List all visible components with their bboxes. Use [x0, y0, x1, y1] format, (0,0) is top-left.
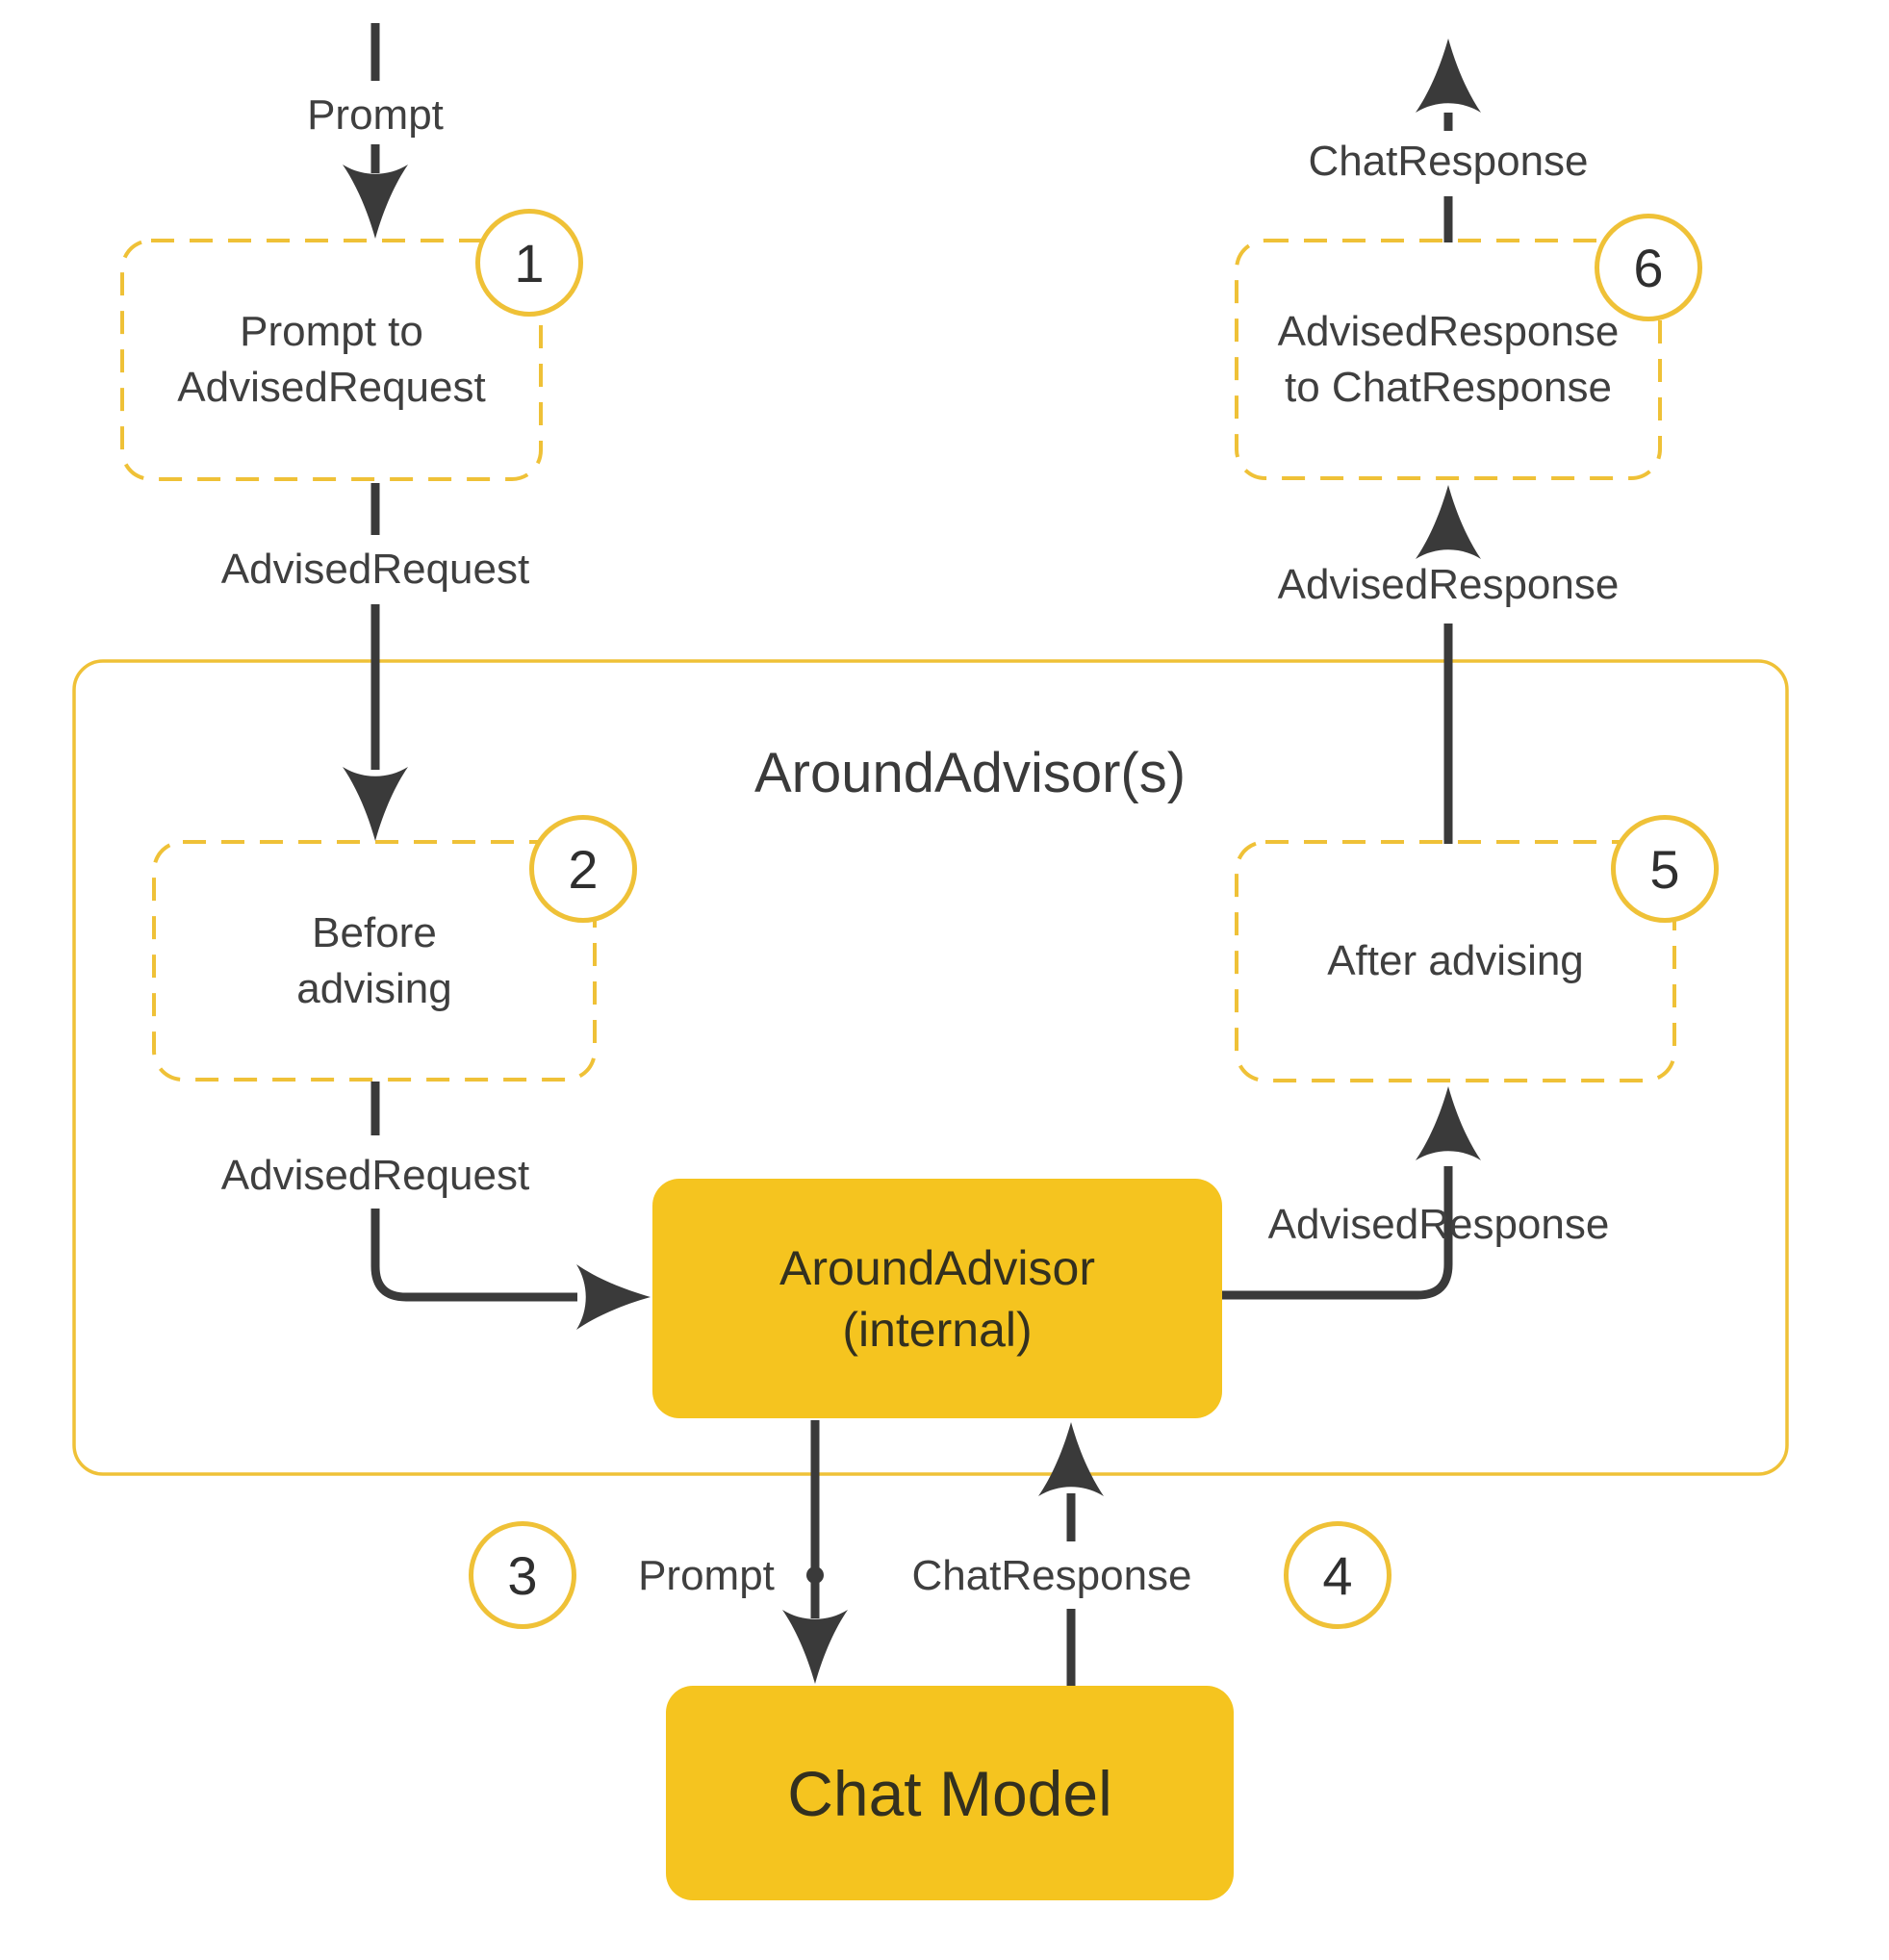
- step6-label-line2: to ChatResponse: [1285, 363, 1612, 411]
- container-title: AroundAdvisor(s): [753, 742, 1187, 804]
- arrowhead-into-internal-bottom: [1038, 1422, 1104, 1496]
- step5-number-badge: 5: [1611, 815, 1719, 923]
- label-chat-response-top: ChatResponse: [1308, 138, 1589, 185]
- step1-box-border: [120, 239, 543, 481]
- wire-elbow-internal-to-step5: [1222, 1166, 1453, 1300]
- internal-label-line1: AroundAdvisor: [779, 1240, 1095, 1295]
- label-advised-response-mid: AdvisedResponse: [1267, 1201, 1610, 1248]
- chat-model-label: Chat Model: [787, 1757, 1112, 1829]
- step5-box-border: [1235, 840, 1676, 1082]
- step6-number-badge: 6: [1595, 214, 1702, 321]
- arrowhead-into-step2: [343, 767, 408, 841]
- step1-box: Prompt to AdvisedRequest: [122, 241, 541, 479]
- step6-label-line1: AdvisedResponse: [1277, 307, 1620, 355]
- label-chat-response-bottom: ChatResponse: [911, 1552, 1192, 1599]
- step2-label-line2: advising: [296, 964, 452, 1012]
- step6-box-border: [1235, 239, 1662, 480]
- step2-box-border: [152, 840, 597, 1082]
- step2-box: Before advising: [154, 842, 595, 1080]
- arrowhead-into-step1: [343, 165, 408, 239]
- label-advised-response-right: AdvisedResponse: [1277, 561, 1620, 608]
- step4-number-badge: 4: [1284, 1521, 1391, 1629]
- arrowhead-into-chatmodel: [782, 1610, 848, 1684]
- step6-box: AdvisedResponse to ChatResponse: [1237, 241, 1660, 478]
- arrowhead-into-internal: [576, 1264, 651, 1330]
- step5-label: After advising: [1327, 937, 1584, 984]
- around-advisors-container-border: [72, 659, 1789, 1476]
- step1-number-badge: 1: [475, 209, 583, 317]
- step2-label-line1: Before: [312, 908, 437, 956]
- step1-label-line2: AdvisedRequest: [177, 364, 486, 411]
- arrowhead-into-step5: [1416, 1086, 1481, 1160]
- chat-model-box: Chat Model: [666, 1686, 1234, 1900]
- around-advisor-internal-box: AroundAdvisor (internal): [652, 1179, 1222, 1418]
- label-advised-request-2: AdvisedRequest: [220, 1152, 530, 1199]
- arrowhead-into-step6: [1416, 485, 1481, 559]
- label-prompt-bottom: Prompt: [638, 1552, 775, 1599]
- step5-box: After advising: [1237, 842, 1674, 1081]
- label-prompt-top: Prompt: [307, 91, 444, 139]
- step2-number-badge: 2: [529, 815, 637, 923]
- arrowhead-top-out: [1416, 38, 1481, 113]
- internal-label-line2: (internal): [842, 1302, 1033, 1357]
- step3-number-badge: 3: [469, 1521, 576, 1629]
- step1-label-line1: Prompt to: [240, 308, 423, 355]
- wire-elbow-into-internal: [370, 1209, 577, 1302]
- connector-dot: [806, 1566, 824, 1584]
- label-advised-request-1: AdvisedRequest: [220, 546, 530, 593]
